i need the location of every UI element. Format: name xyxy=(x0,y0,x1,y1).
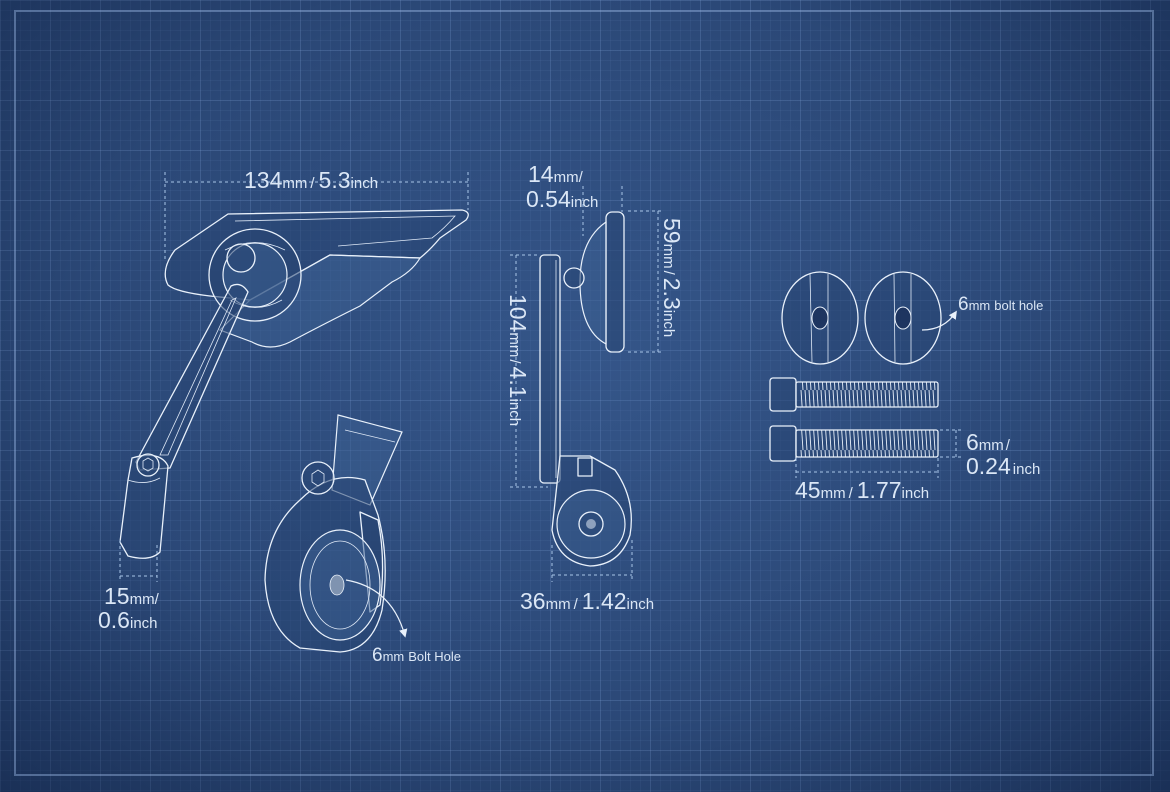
clamp-bore-inner xyxy=(309,540,371,630)
mirror-arm xyxy=(135,283,249,471)
clamp-width-label: 36mm/1.42inch xyxy=(520,588,654,614)
mirror-head-underside xyxy=(218,254,422,348)
mirror-glass-edge xyxy=(234,215,456,247)
clamp-edge xyxy=(127,477,161,483)
bolt-bottom-head xyxy=(769,425,797,462)
mirror-face-side xyxy=(605,211,625,353)
arm-length-label: 104mm/4.1inch xyxy=(505,294,531,426)
clamp-detail-view xyxy=(264,414,408,653)
mirror-width-label: 134mm/5.3inch xyxy=(244,167,378,193)
mirror-top-view xyxy=(119,172,469,582)
arm-side xyxy=(539,254,561,484)
mirror-side-view xyxy=(510,186,664,582)
hardware-kit xyxy=(769,271,962,478)
hex-socket-icon xyxy=(142,457,154,472)
hex-bolt-head xyxy=(136,453,160,477)
bolt-hole-arrow xyxy=(345,579,408,638)
mirror-depth-label-line2: 0.54inch xyxy=(526,186,598,212)
clamp-bolt-hole xyxy=(329,574,345,596)
washer-hole-arrow xyxy=(921,310,957,331)
mount-width-label-line1: 15mm/ xyxy=(104,583,160,609)
bolt-top-thread xyxy=(800,382,936,407)
bolt-diameter-label-line1: 6mm/ xyxy=(966,429,1011,455)
mirror-height-label: 59mm/2.3inch xyxy=(659,218,685,337)
bolt-length-label: 45mm/1.77inch xyxy=(795,477,929,503)
washer-right-hole xyxy=(894,306,912,330)
hex-socket-icon xyxy=(311,469,325,487)
clamp-tab xyxy=(577,457,593,477)
bolt-bottom-thread xyxy=(800,430,936,457)
washer-left-hole xyxy=(811,306,829,330)
arm-stub-edge xyxy=(344,429,396,443)
mirror-back-shell xyxy=(579,220,607,346)
clamp-bolt-hole xyxy=(586,519,596,529)
mount-width-label-line2: 0.6inch xyxy=(98,607,158,633)
clamp-hex-bolt-head xyxy=(301,461,335,495)
blueprint-frame xyxy=(14,10,1154,776)
mirror-depth-label-line1: 14mm/ xyxy=(528,161,584,187)
ball-joint-side xyxy=(563,267,585,289)
bolt-top-head xyxy=(769,377,797,412)
ball-joint-pivot xyxy=(226,243,256,273)
arm-slot xyxy=(159,297,237,456)
